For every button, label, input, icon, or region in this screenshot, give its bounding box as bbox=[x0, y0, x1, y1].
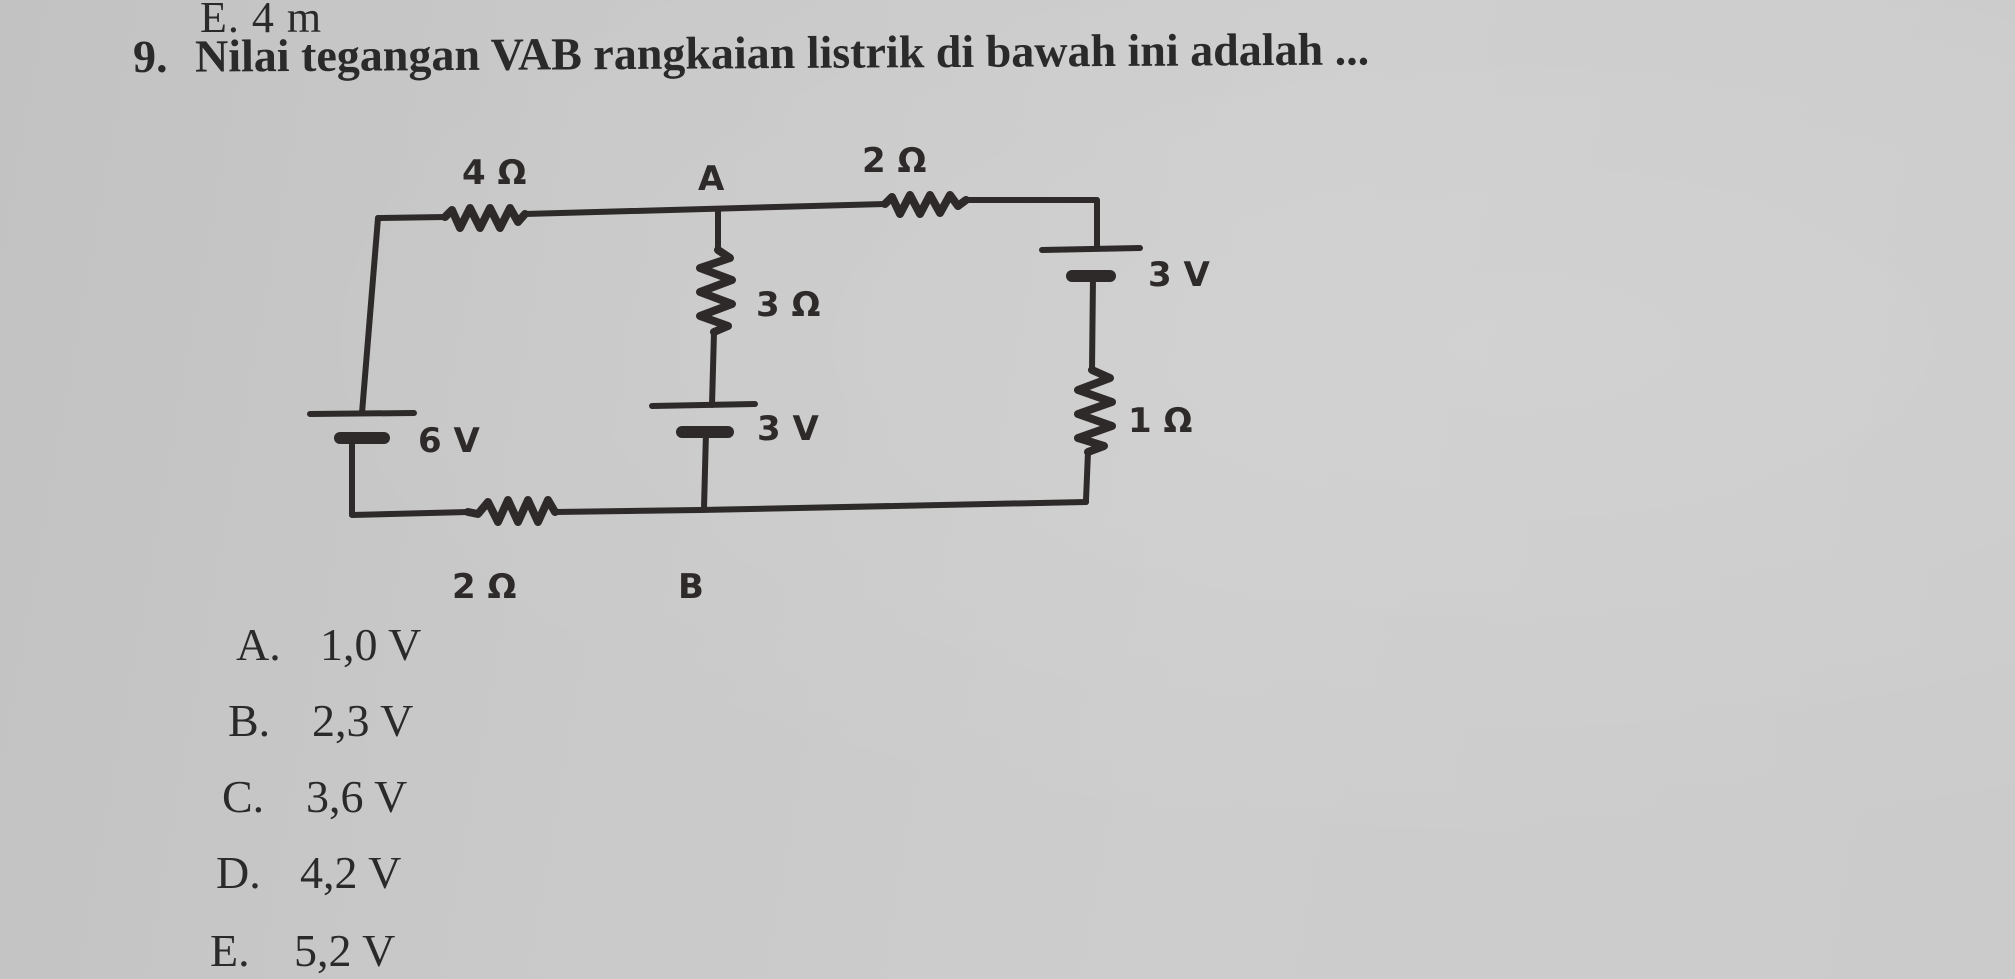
battery-middle-long-plate bbox=[649, 401, 758, 409]
wire-middle-lower bbox=[709, 329, 717, 408]
label-3-ohm: 3 Ω bbox=[756, 285, 820, 325]
label-emf-left: 6 V bbox=[418, 421, 480, 461]
option-e[interactable]: E. 5,2 V bbox=[210, 924, 395, 977]
previous-question-option-e: E. 4 m bbox=[200, 0, 323, 42]
resistor-2-ohm-top bbox=[881, 191, 970, 218]
resistor-1-ohm bbox=[1074, 366, 1116, 456]
option-value: 5,2 V bbox=[294, 925, 396, 976]
label-emf-middle: 3 V bbox=[757, 409, 819, 449]
wire-left bbox=[359, 215, 381, 416]
battery-right-long-plate bbox=[1039, 245, 1143, 253]
wire-right-upper bbox=[1089, 273, 1096, 373]
wire-right-lower bbox=[1083, 449, 1091, 505]
label-4-ohm: 4 Ω bbox=[462, 153, 526, 193]
wire-middle-bottom bbox=[701, 429, 709, 511]
resistor-3-ohm bbox=[696, 246, 736, 336]
option-letter: B. bbox=[228, 695, 271, 746]
option-letter: C. bbox=[222, 771, 265, 822]
option-c[interactable]: C. 3,6 V bbox=[222, 770, 407, 823]
label-node-a: A bbox=[698, 159, 725, 199]
wire-top-left bbox=[375, 214, 448, 221]
resistor-4-ohm bbox=[441, 204, 529, 232]
option-letter: D. bbox=[216, 847, 261, 898]
resistor-2-ohm-bottom bbox=[464, 496, 559, 526]
option-d[interactable]: D. 4,2 V bbox=[216, 846, 401, 899]
label-node-b: B bbox=[678, 567, 704, 607]
label-1-ohm: 1 Ω bbox=[1128, 401, 1192, 441]
wire-bottom-middle bbox=[552, 507, 703, 515]
wire-bottom-right bbox=[697, 499, 1089, 513]
option-value: 1,0 V bbox=[320, 619, 422, 670]
option-value: 2,3 V bbox=[312, 695, 414, 746]
option-a[interactable]: A. 1,0 V bbox=[236, 618, 421, 671]
wire-top-right bbox=[963, 197, 1100, 251]
option-b[interactable]: B. 2,3 V bbox=[228, 694, 413, 747]
option-value: 3,6 V bbox=[306, 771, 408, 822]
wire-bottom-left bbox=[349, 434, 471, 518]
label-2-ohm-bottom: 2 Ω bbox=[452, 567, 516, 607]
label-2-ohm-top: 2 Ω bbox=[862, 141, 926, 181]
option-letter: E. bbox=[210, 925, 250, 976]
wire-top-middle bbox=[522, 201, 888, 217]
label-emf-right: 3 V bbox=[1148, 255, 1210, 295]
option-letter: A. bbox=[236, 619, 281, 670]
option-value: 4,2 V bbox=[300, 847, 402, 898]
